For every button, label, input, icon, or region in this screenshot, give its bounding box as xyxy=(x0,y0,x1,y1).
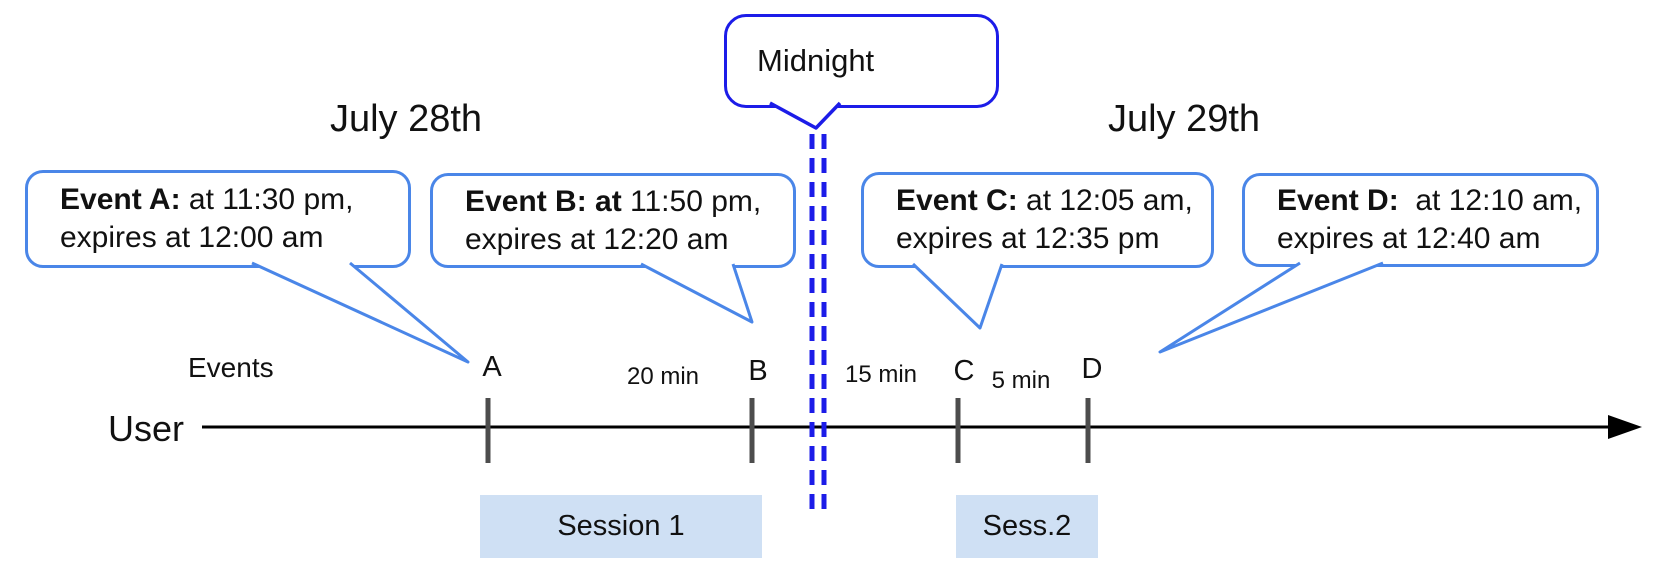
event-d-line2: expires at 12:40 am xyxy=(1277,222,1541,255)
event-c-callout: Event C: at 12:05 am, expires at 12:35 p… xyxy=(861,172,1214,268)
event-b-line2: expires at 12:20 am xyxy=(465,222,729,256)
midnight-callout: Midnight xyxy=(724,14,999,108)
tick-label-d: D xyxy=(1081,353,1103,385)
event-b-line1: Event B: at 11:50 pm, xyxy=(465,184,762,218)
tick-label-b: B xyxy=(748,355,768,387)
event-d-callout: Event D: at 12:10 am, expires at 12:40 a… xyxy=(1242,173,1599,267)
session-2-box: Sess.2 xyxy=(956,495,1098,558)
date-july-29: July 29th xyxy=(1107,98,1261,140)
event-a-line1: Event A: at 11:30 pm, xyxy=(60,183,354,216)
tick-label-c: C xyxy=(953,355,975,387)
timeline-arrowhead-icon xyxy=(1608,415,1642,439)
interval-5min: 5 min xyxy=(991,367,1051,394)
events-axis-label: Events xyxy=(188,352,274,383)
date-july-28: July 28th xyxy=(329,98,483,140)
event-b-callout-tail xyxy=(640,262,754,324)
event-c-callout-tail xyxy=(911,262,1004,330)
tick-label-a: A xyxy=(482,351,502,383)
event-a-callout: Event A: at 11:30 pm, expires at 12:00 a… xyxy=(25,170,411,268)
session-2-label: Sess.2 xyxy=(982,510,1072,542)
session-1-label: Session 1 xyxy=(557,510,685,542)
event-a-callout-tail xyxy=(251,261,470,364)
event-c-line1: Event C: at 12:05 am, xyxy=(896,184,1193,217)
event-d-line1: Event D: at 12:10 am, xyxy=(1277,184,1583,217)
event-d-callout-tail xyxy=(1158,261,1384,354)
event-b-callout: Event B: at 11:50 pm, expires at 12:20 a… xyxy=(430,173,796,268)
interval-20min: 20 min xyxy=(626,363,700,390)
event-a-line2: expires at 12:00 am xyxy=(60,221,324,254)
interval-15min: 15 min xyxy=(844,361,918,388)
event-c-line2: expires at 12:35 pm xyxy=(896,222,1160,255)
midnight-label: Midnight xyxy=(757,43,875,78)
user-axis-label: User xyxy=(108,408,185,449)
session-1-box: Session 1 xyxy=(480,495,762,558)
